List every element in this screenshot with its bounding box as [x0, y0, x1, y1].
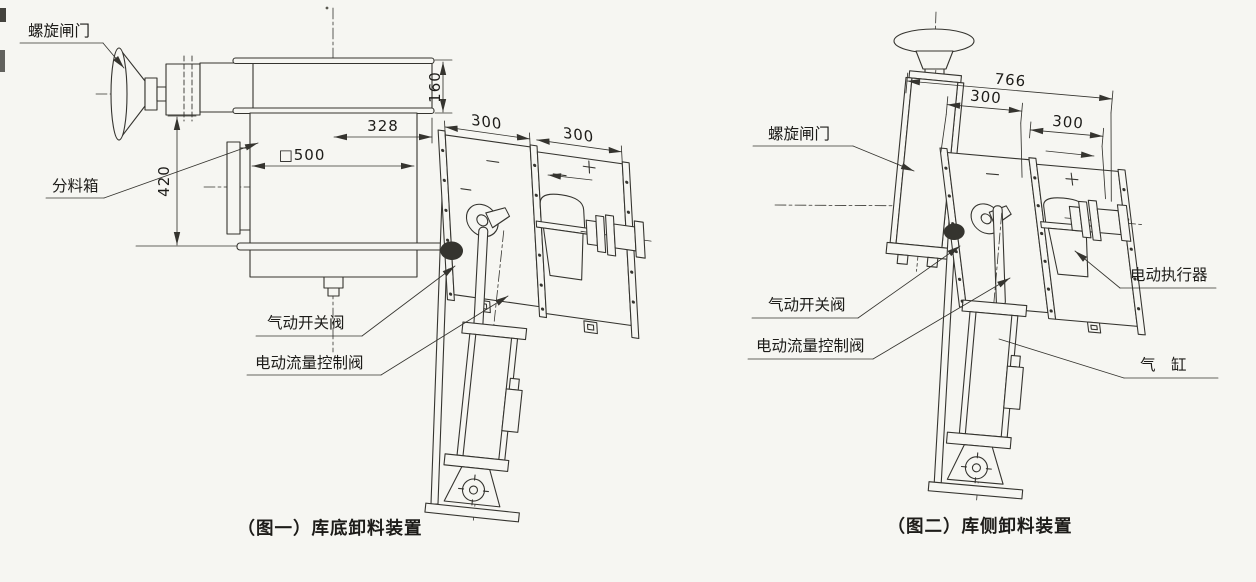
label-air-cylinder: 气 缸 [998, 338, 1219, 379]
scan-artifacts [0, 6, 329, 72]
dimension-inlet-offset: 328 [333, 117, 433, 144]
figure2-dimensions: 766 300 300 [905, 70, 1114, 202]
distribution-box [226, 112, 418, 297]
dim-valve2-width-text: 300 [1051, 112, 1084, 133]
outlet-spout [580, 214, 653, 259]
dimension-inlet-height: 160 [426, 59, 453, 114]
valve-spindle-rod [236, 242, 444, 251]
label-distribution-box: 分料箱 [45, 142, 259, 199]
label-spiral-gate-fig1: 螺旋闸门 [19, 22, 125, 69]
air-cylinder [927, 212, 1028, 501]
base-plate [424, 502, 520, 523]
electric-valve-body [535, 151, 632, 327]
hatch-blob [440, 241, 464, 261]
actuator-crank [485, 207, 511, 229]
spiral-gate-label: 螺旋闸门 [28, 22, 90, 40]
valve-assembly: 300 300 [437, 111, 653, 340]
actuator-motor [539, 193, 586, 229]
electric-flow-valve-label: 电动流量控制阀 [255, 354, 364, 372]
label-electric-valve-fig2: 电动流量控制阀 [747, 277, 1011, 360]
dimension-valve1-width: 300 [444, 111, 531, 150]
dim-valve1-width-text: 300 [969, 87, 1002, 108]
electric-actuator-label: 电动执行器 [1130, 266, 1208, 284]
flow-arrow [1045, 150, 1095, 158]
label-spiral-gate-fig2: 螺旋闸门 [752, 125, 915, 172]
figure1-silo-bottom-discharge: 300 300 [19, 7, 653, 539]
spiral-gate-label: 螺旋闸门 [768, 125, 830, 143]
pneumatic-valve-body [440, 134, 540, 308]
hatch-blob [943, 223, 965, 241]
dimension-valve1-width: 300 [940, 87, 1023, 178]
dim-inlet-height-text: 160 [426, 71, 444, 103]
dimension-valve2-width: 300 [1029, 112, 1106, 200]
dim-valve2-width-text: 300 [562, 124, 594, 146]
dim-box-height-text: 420 [155, 165, 173, 197]
pneumatic-valve-label: 气动开关阀 [768, 296, 846, 314]
electric-flow-valve-label: 电动流量控制阀 [756, 337, 865, 355]
base-plate [927, 481, 1024, 500]
dimension-box-height: 420 [135, 115, 238, 247]
handwheel [110, 47, 167, 141]
label-pneumatic-valve-fig2: 气动开关阀 [751, 245, 961, 319]
label-electric-valve-fig1: 电动流量控制阀 [246, 295, 509, 376]
outlet-spout [1064, 199, 1143, 242]
flow-arrow [547, 173, 593, 181]
figure2-caption: （图二）库侧卸料装置 [888, 516, 1073, 537]
handwheel [893, 28, 975, 81]
dim-valve1-width-text: 300 [471, 111, 503, 133]
gate-body [165, 55, 201, 122]
air-cylinder-label: 气 缸 [1140, 355, 1187, 374]
dimension-valve2-width: 300 [536, 124, 623, 163]
label-pneumatic-valve-fig1: 气动开关阀 [255, 265, 456, 337]
label-electric-actuator: 电动执行器 [1074, 250, 1217, 289]
dimension-total-width: 766 [905, 70, 1114, 202]
valve-assembly [939, 147, 1146, 336]
dim-total-width-text: 766 [994, 70, 1027, 91]
figure1-caption: （图一）库底卸料装置 [238, 518, 423, 539]
pneumatic-valve-label: 气动开关阀 [267, 314, 345, 332]
dim-inlet-offset-text: 328 [367, 117, 399, 135]
air-cylinder [424, 230, 528, 523]
figure2-silo-side-discharge: 766 300 300 螺旋闸门 气动开关阀 [747, 11, 1219, 537]
dim-box-width-text: □500 [279, 146, 326, 164]
inlet-duct [199, 57, 435, 115]
dimension-box-width: □500 [251, 146, 415, 170]
distribution-box-label: 分料箱 [52, 177, 99, 195]
